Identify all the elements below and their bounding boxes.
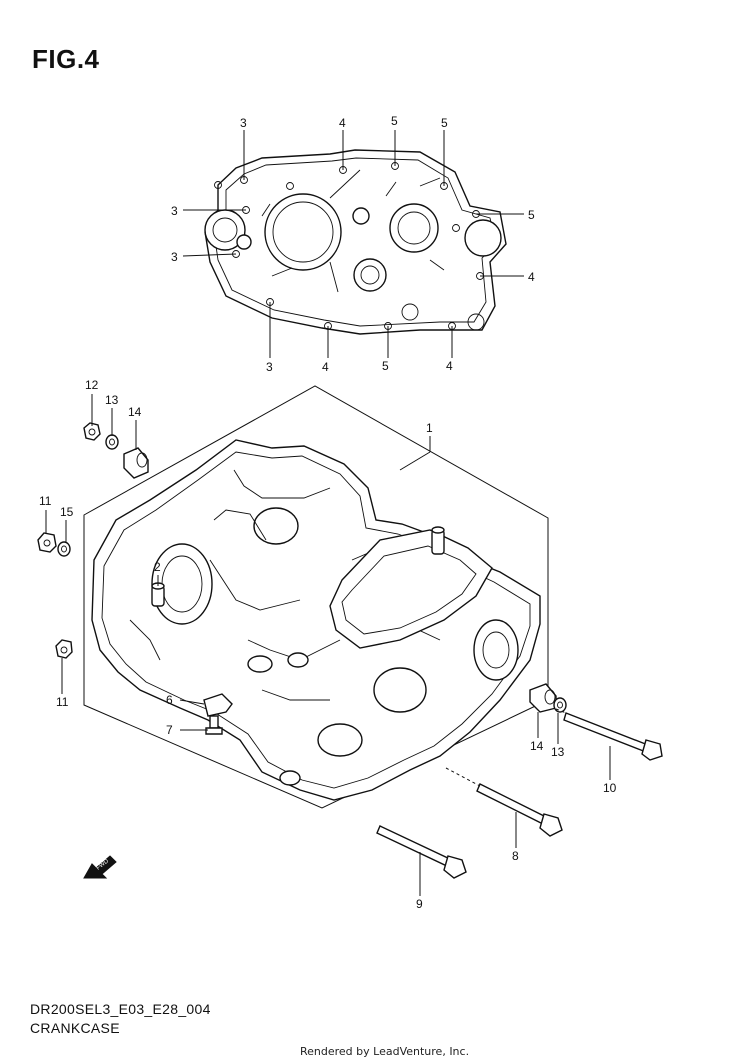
washer-part-15 (57, 541, 71, 557)
callout-top-4a: 4 (339, 116, 346, 130)
callout-1: 1 (426, 421, 433, 435)
callout-12: 12 (85, 378, 99, 392)
fwd-arrow-icon: FWD (83, 855, 117, 879)
callout-top-3c: 3 (171, 250, 178, 264)
main-leaders (45, 394, 611, 896)
callout-11-lower: 11 (56, 695, 69, 709)
callout-11-upper: 11 (39, 494, 52, 508)
figure-title: FIG.4 (32, 44, 100, 74)
callout-top-5c: 5 (528, 208, 535, 222)
callout-top-4d: 4 (446, 359, 453, 373)
callout-labels: 3 4 5 5 3 5 3 4 3 4 5 4 1 2 6 7 8 9 10 1… (39, 114, 617, 911)
nut-part-12 (83, 422, 101, 441)
callout-10: 10 (603, 781, 617, 795)
callout-8: 8 (512, 849, 519, 863)
bolt-part-7 (205, 715, 223, 735)
callout-top-4b: 4 (528, 270, 535, 284)
callout-15: 15 (60, 505, 74, 519)
callout-14-upper: 14 (128, 405, 142, 419)
callout-13-lower: 13 (551, 745, 565, 759)
bolt-part-10 (555, 708, 663, 761)
bushing-part-14-lower (529, 683, 557, 713)
bolt-part-8 (445, 767, 563, 837)
callout-top-5d: 5 (382, 359, 389, 373)
callout-top-3b: 3 (171, 204, 178, 218)
callout-13-upper: 13 (105, 393, 119, 407)
nut-part-11-lower (55, 639, 73, 659)
callout-6: 6 (166, 693, 173, 707)
crankcase-assembly (83, 385, 549, 809)
rendered-by-footer: Rendered by LeadVenture, Inc. (300, 1045, 470, 1058)
callout-top-5a: 5 (391, 114, 398, 128)
figure-caption: CRANKCASE (30, 1020, 120, 1036)
callout-9: 9 (416, 897, 423, 911)
clamp-part-6 (203, 693, 233, 717)
washer-part-13-upper (105, 434, 119, 450)
drawing-code: DR200SEL3_E03_E28_004 (30, 1001, 211, 1017)
callout-top-5b: 5 (441, 116, 448, 130)
callout-7: 7 (166, 723, 173, 737)
bolt-part-9 (376, 825, 467, 879)
crankcase-top-view (204, 149, 507, 335)
callout-top-3d: 3 (266, 360, 273, 374)
nut-part-11-upper (37, 532, 57, 553)
callout-2: 2 (154, 560, 161, 574)
callout-14-lower: 14 (530, 739, 544, 753)
washer-part-13-lower (553, 697, 567, 713)
callout-top-4c: 4 (322, 360, 329, 374)
callout-top-3a: 3 (240, 116, 247, 130)
top-view-leaders (182, 130, 524, 358)
bushing-part-14-upper (123, 447, 149, 479)
